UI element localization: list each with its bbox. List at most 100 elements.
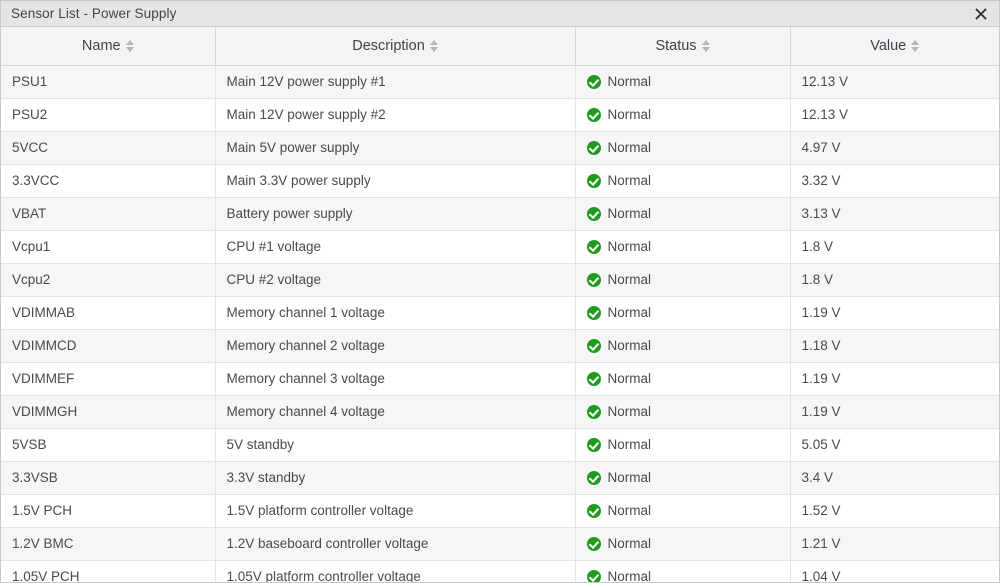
cell-description: Memory channel 2 voltage (215, 329, 576, 363)
cell-status: Normal (575, 428, 791, 462)
check-circle-icon (586, 536, 601, 551)
page-title: Sensor List - Power Supply (11, 5, 177, 21)
cell-status: Normal (575, 263, 791, 297)
column-header-description-label: Description (352, 37, 425, 54)
status-badge: Normal (607, 568, 652, 582)
check-circle-icon (586, 371, 601, 386)
cell-name: 5VCC (1, 131, 216, 165)
sort-updown-icon[interactable] (701, 40, 710, 52)
table-header-row: Name Description (1, 27, 999, 66)
check-circle-icon (586, 305, 601, 320)
status-badge: Normal (607, 304, 652, 320)
status-badge: Normal (607, 436, 652, 452)
sensor-table-scroll-area[interactable]: Name Description (1, 27, 999, 582)
cell-status: Normal (575, 296, 791, 330)
cell-name: 1.05V PCH (1, 560, 216, 582)
window-titlebar: Sensor List - Power Supply (1, 1, 999, 27)
cell-value: 1.8 V (790, 230, 999, 264)
column-header-name-label: Name (81, 37, 121, 54)
cell-value: 12.13 V (790, 65, 999, 99)
cell-name: Vcpu1 (1, 230, 216, 264)
cell-value: 3.4 V (790, 461, 999, 495)
cell-name: VDIMMEF (1, 362, 216, 396)
cell-value: 12.13 V (790, 98, 999, 132)
cell-description: 1.2V baseboard controller voltage (215, 527, 576, 561)
cell-name: VDIMMAB (1, 296, 216, 330)
status-badge: Normal (607, 469, 652, 485)
cell-name: 1.2V BMC (1, 527, 216, 561)
column-header-description[interactable]: Description (215, 27, 576, 66)
cell-description: 5V standby (215, 428, 576, 462)
cell-status: Normal (575, 65, 791, 99)
cell-value: 4.97 V (790, 131, 999, 165)
cell-value: 1.19 V (790, 362, 999, 396)
sort-updown-icon[interactable] (911, 40, 920, 52)
check-circle-icon (586, 437, 601, 452)
cell-name: VDIMMGH (1, 395, 216, 429)
cell-description: CPU #2 voltage (215, 263, 576, 297)
column-header-status-label: Status (655, 37, 697, 54)
cell-value: 1.19 V (790, 395, 999, 429)
cell-status: Normal (575, 461, 791, 495)
column-header-value-label: Value (870, 37, 907, 54)
cell-status: Normal (575, 98, 791, 132)
check-circle-icon (586, 404, 601, 419)
cell-status: Normal (575, 329, 791, 363)
cell-description: Main 3.3V power supply (215, 164, 576, 198)
cell-name: 3.3VSB (1, 461, 216, 495)
column-header-status[interactable]: Status (575, 27, 791, 66)
status-badge: Normal (607, 238, 652, 254)
cell-description: Memory channel 3 voltage (215, 362, 576, 396)
check-circle-icon (586, 173, 601, 188)
column-header-name[interactable]: Name (1, 27, 216, 66)
check-circle-icon (586, 569, 601, 582)
cell-description: Main 12V power supply #2 (215, 98, 576, 132)
cell-name: 5VSB (1, 428, 216, 462)
cell-value: 1.18 V (790, 329, 999, 363)
status-badge: Normal (607, 205, 652, 221)
cell-value: 1.21 V (790, 527, 999, 561)
cell-status: Normal (575, 131, 791, 165)
cell-name: PSU2 (1, 98, 216, 132)
check-circle-icon (586, 206, 601, 221)
sort-updown-icon[interactable] (429, 40, 438, 52)
status-badge: Normal (607, 370, 652, 386)
check-circle-icon (586, 272, 601, 287)
check-circle-icon (586, 470, 601, 485)
check-circle-icon (586, 74, 601, 89)
status-badge: Normal (607, 337, 652, 353)
cell-description: Main 5V power supply (215, 131, 576, 165)
cell-status: Normal (575, 164, 791, 198)
cell-status: Normal (575, 362, 791, 396)
close-icon[interactable] (972, 5, 990, 23)
column-header-value[interactable]: Value (790, 27, 999, 66)
cell-status: Normal (575, 494, 791, 528)
status-badge: Normal (607, 106, 652, 122)
cell-description: Memory channel 1 voltage (215, 296, 576, 330)
status-badge: Normal (607, 502, 652, 518)
sort-updown-icon[interactable] (125, 40, 134, 52)
cell-name: PSU1 (1, 65, 216, 99)
check-circle-icon (586, 338, 601, 353)
table-header: Name Description (1, 27, 999, 66)
cell-value: 3.13 V (790, 197, 999, 231)
cell-name: VBAT (1, 197, 216, 231)
